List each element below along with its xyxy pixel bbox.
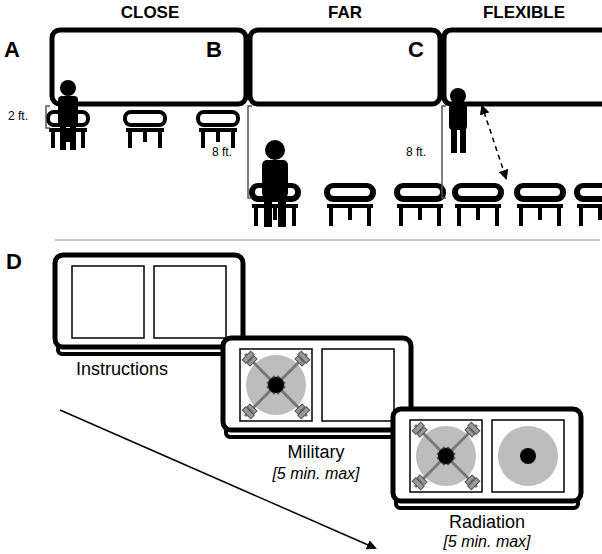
dimension-bracket: [442, 106, 446, 198]
dimension-label: 8 ft.: [406, 146, 426, 159]
monitor: [223, 338, 411, 437]
monitor: [55, 255, 243, 354]
panel-letter: A: [4, 38, 20, 62]
phase-label: Radiation: [449, 513, 525, 533]
panel-letter: B: [206, 38, 222, 62]
presenter: [449, 88, 467, 153]
phase-label: Instructions: [76, 360, 168, 380]
time-arrow: [60, 410, 375, 548]
dimension-label: 2 ft.: [8, 110, 28, 123]
monitor: [393, 409, 581, 508]
condition-title: FAR: [328, 4, 362, 23]
condition-title: FLEXIBLE: [483, 4, 565, 23]
dimension-label: 8 ft.: [212, 146, 232, 159]
condition-title: CLOSE: [121, 4, 180, 23]
presenter: [58, 80, 78, 150]
dimension-bracket: [46, 106, 50, 128]
presenter: [262, 140, 288, 227]
whiteboard: [444, 30, 602, 104]
divider: [55, 240, 600, 241]
dimension-bracket: [248, 106, 252, 198]
whiteboard: [250, 30, 440, 104]
movement-arrow: [484, 112, 506, 178]
whiteboard: [52, 30, 246, 104]
panel-letter: D: [6, 250, 22, 274]
time-limit: [5 min. max]: [443, 533, 530, 551]
panel-letter: C: [408, 38, 424, 62]
phase-label: Military: [288, 443, 345, 463]
time-limit: [5 min. max]: [272, 465, 359, 483]
